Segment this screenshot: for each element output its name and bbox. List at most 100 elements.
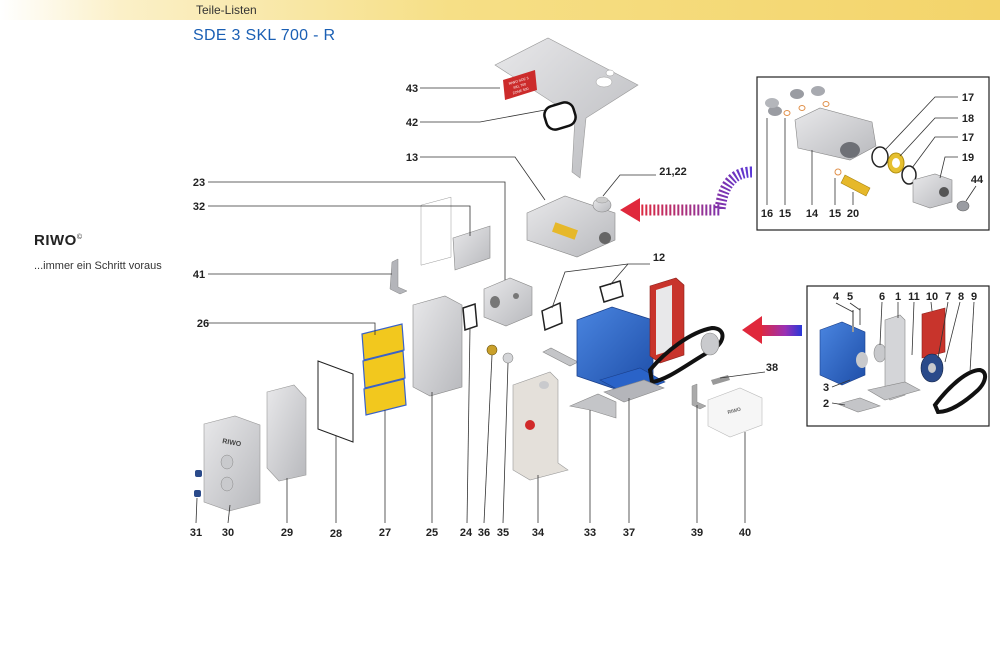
leader-line — [930, 301, 933, 312]
detail-box-drive: 4 5 6 1 11 10 7 8 9 3 2 — [806, 285, 990, 427]
fitting-21-22 — [592, 196, 612, 213]
cap-part — [765, 98, 779, 108]
guard-part — [921, 307, 946, 359]
rating-plate-text: RIWO SDE 3 — [508, 76, 529, 86]
rating-plate — [503, 70, 537, 100]
motor-shaft — [856, 352, 868, 368]
inspection-window — [543, 101, 577, 131]
leader-line — [719, 371, 766, 379]
part-number-label: 44 — [971, 174, 984, 186]
leader-line — [195, 497, 198, 524]
part-number-label: 13 — [406, 152, 418, 164]
leader-line — [911, 301, 915, 356]
leader-line — [483, 354, 493, 524]
part-number-label: 33 — [584, 527, 596, 539]
rating-plate-text: ZONE 500 — [512, 87, 529, 96]
leader-line — [466, 327, 471, 524]
part-number-label: 43 — [406, 83, 418, 95]
part-number-label: 40 — [739, 527, 751, 539]
detail-box-valve: 17 18 17 19 44 16 15 14 15 20 — [756, 76, 990, 231]
back-plate — [266, 384, 307, 482]
part-number-label: 20 — [847, 208, 859, 220]
part-number-label: 12 — [653, 252, 665, 264]
leader-line — [227, 504, 231, 524]
leader-line — [831, 379, 851, 388]
filter-pads — [361, 323, 407, 416]
belt-part — [932, 367, 987, 415]
oring-part — [783, 110, 791, 116]
control-module — [452, 225, 491, 271]
part-number-label: 34 — [532, 527, 545, 539]
leader-line — [208, 322, 376, 335]
part-number-label: 16 — [761, 208, 773, 220]
cover-hole — [539, 381, 549, 389]
part-number-label: 11 — [908, 291, 920, 303]
part-number-label: 4 — [833, 291, 840, 303]
brass-fitting-part — [840, 174, 871, 197]
detail-arrow-drive — [742, 316, 802, 344]
part-number-label: 18 — [962, 113, 974, 125]
angle-bracket — [568, 393, 617, 419]
part-number-label: 25 — [426, 527, 438, 539]
block-hole — [490, 296, 500, 308]
oring-part — [822, 101, 830, 107]
belt — [647, 325, 725, 385]
bin-opening — [220, 454, 234, 470]
part-number-label: 9 — [971, 291, 977, 303]
rail-part — [542, 347, 579, 367]
collection-bin: RIWO — [203, 415, 261, 512]
part-number-label: 15 — [829, 208, 841, 220]
block-hole — [513, 293, 519, 299]
pump-motor-assembly — [576, 277, 725, 403]
part-number-label: 3 — [823, 382, 829, 394]
small-bracket — [711, 375, 730, 385]
leader-line — [835, 302, 854, 313]
leader-line — [879, 301, 883, 346]
leader-line — [502, 362, 509, 524]
valve-body — [526, 195, 616, 258]
part-number-label: 21,22 — [659, 166, 687, 178]
leader-line — [420, 109, 546, 123]
part-number-label: 30 — [222, 527, 234, 539]
part-number-label: 27 — [379, 527, 391, 539]
bin-opening — [220, 476, 234, 492]
part-number-label: 15 — [779, 208, 791, 220]
filter-frame — [317, 360, 354, 443]
brass-fitting — [552, 222, 578, 240]
header-bar — [0, 0, 1000, 20]
pulley-part — [873, 343, 887, 363]
section-title: Teile-Listen — [196, 3, 257, 17]
part-number-label: 28 — [330, 528, 342, 540]
part-number-label: 10 — [926, 291, 938, 303]
oring-part — [901, 165, 917, 185]
part-number-label: 23 — [193, 177, 205, 189]
pulley-hub — [928, 363, 936, 373]
leader-line — [939, 156, 958, 179]
oring-part — [871, 146, 889, 168]
cap-part — [768, 106, 782, 116]
leader-line — [969, 301, 975, 373]
brand-registered-mark: © — [76, 234, 83, 241]
part-number-label: 26 — [197, 318, 209, 330]
part-number-label: 38 — [766, 362, 778, 374]
plug-part — [194, 490, 201, 497]
cap-part — [811, 86, 825, 96]
brand-slogan: ...immer ein Schritt voraus — [34, 260, 162, 272]
leader-line — [602, 174, 656, 197]
manifold-block — [483, 277, 533, 327]
small-bracket — [691, 383, 707, 410]
leader-line — [849, 302, 861, 311]
base-tray — [603, 379, 665, 403]
cover-hole — [595, 76, 613, 88]
top-cover-plate: RIWO SDE 3 SKL 700 ZONE 500 — [494, 37, 639, 179]
brand-logo: RIWO© — [34, 232, 83, 249]
main-part-labels: 43 42 13 21,22 23 32 41 12 26 38 31 30 2… — [190, 83, 778, 540]
electronics-panel — [412, 196, 463, 397]
part-number-label: 5 — [847, 291, 853, 303]
model-title: SDE 3 SKL 700 - R — [193, 27, 336, 44]
bracket-base — [867, 381, 921, 401]
leader-line — [911, 136, 958, 169]
part-number-label: 19 — [962, 152, 974, 164]
valve-port — [599, 232, 611, 244]
